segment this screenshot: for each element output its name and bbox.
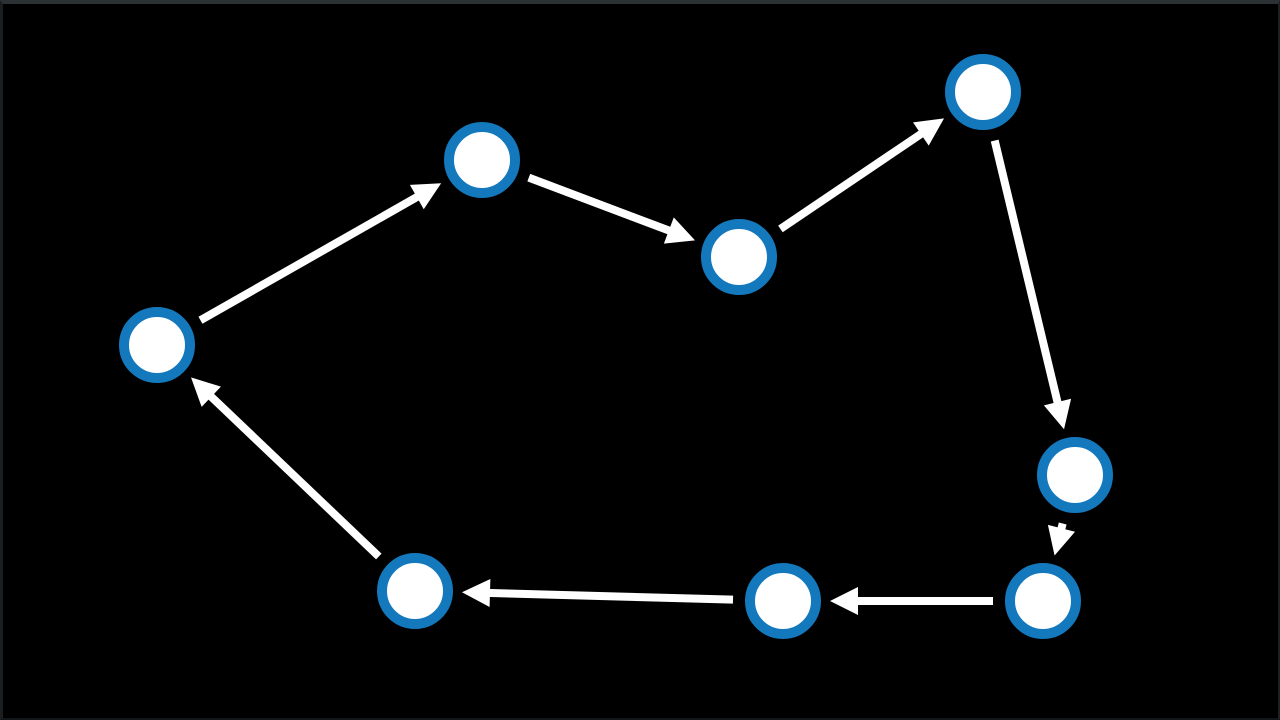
graph-edge-bottom-left-to-left <box>191 377 382 560</box>
graph-edge-bottom-middle-to-bottom-left <box>461 579 734 608</box>
edge-shaft <box>205 391 382 560</box>
edge-arrowhead <box>913 118 945 146</box>
graph-edge-left-to-upper-left <box>198 183 442 324</box>
graph-edge-upper-left-to-middle <box>527 173 696 244</box>
edge-arrowhead <box>409 183 442 210</box>
graph-edge-top-right-to-right <box>990 139 1072 430</box>
edge-shaft <box>527 173 674 236</box>
edge-shaft <box>198 191 423 324</box>
graph-node-left <box>119 307 195 383</box>
graph-node-bottom-right <box>1005 563 1081 639</box>
graph-node-bottom-left <box>377 553 453 629</box>
edge-arrowhead <box>1047 524 1076 556</box>
graph-edge-middle-to-top-right <box>778 118 945 233</box>
edge-shaft <box>485 588 734 604</box>
edge-shaft <box>778 128 927 233</box>
graph-node-right <box>1037 437 1113 513</box>
graph-node-bottom-middle <box>745 563 821 639</box>
graph-edge-bottom-right-to-bottom-middle <box>830 587 993 615</box>
edge-arrowhead <box>461 579 491 608</box>
edge-shaft <box>990 139 1063 407</box>
graph-node-top-right <box>945 54 1021 130</box>
edge-arrowhead <box>191 377 221 407</box>
graph-edge-right-to-bottom-right <box>1047 522 1076 556</box>
graph-node-upper-left <box>444 122 520 198</box>
edge-arrowhead <box>830 587 858 615</box>
graph-node-middle <box>701 219 777 295</box>
edge-arrowhead <box>663 217 696 244</box>
edge-arrowhead <box>1043 398 1072 430</box>
